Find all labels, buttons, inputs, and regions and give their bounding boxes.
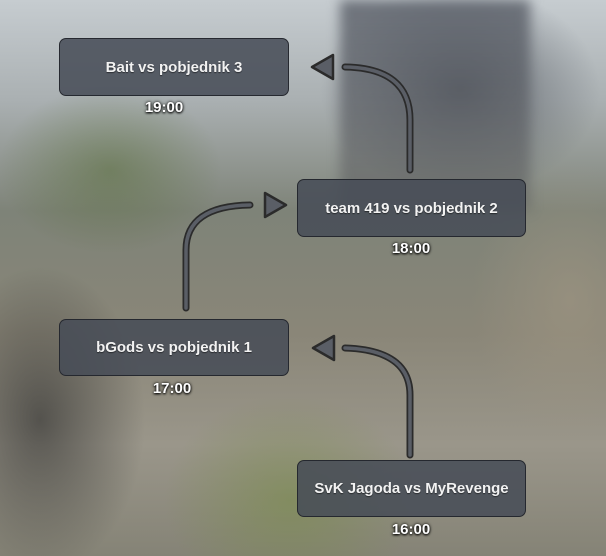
match-label: bGods vs pobjednik 1 <box>96 339 252 356</box>
match-time: 17:00 <box>152 380 192 397</box>
background-tower <box>340 0 530 210</box>
match-box-final[interactable]: Bait vs pobjednik 3 <box>59 38 289 96</box>
match-time: 16:00 <box>391 521 431 538</box>
curved-arrow-icon <box>182 191 288 312</box>
match-box-first-round[interactable]: SvK Jagoda vs MyRevenge <box>297 460 526 517</box>
match-label: SvK Jagoda vs MyRevenge <box>314 480 509 497</box>
curved-arrow-icon <box>311 334 414 459</box>
curved-arrow-icon <box>310 53 414 174</box>
match-time: 18:00 <box>391 240 431 257</box>
match-box-quarterfinal[interactable]: bGods vs pobjednik 1 <box>59 319 289 376</box>
match-label: Bait vs pobjednik 3 <box>105 58 243 76</box>
match-label: team 419 vs pobjednik 2 <box>325 199 498 217</box>
match-time: 19:00 <box>144 99 184 116</box>
match-box-semifinal[interactable]: team 419 vs pobjednik 2 <box>297 179 526 237</box>
